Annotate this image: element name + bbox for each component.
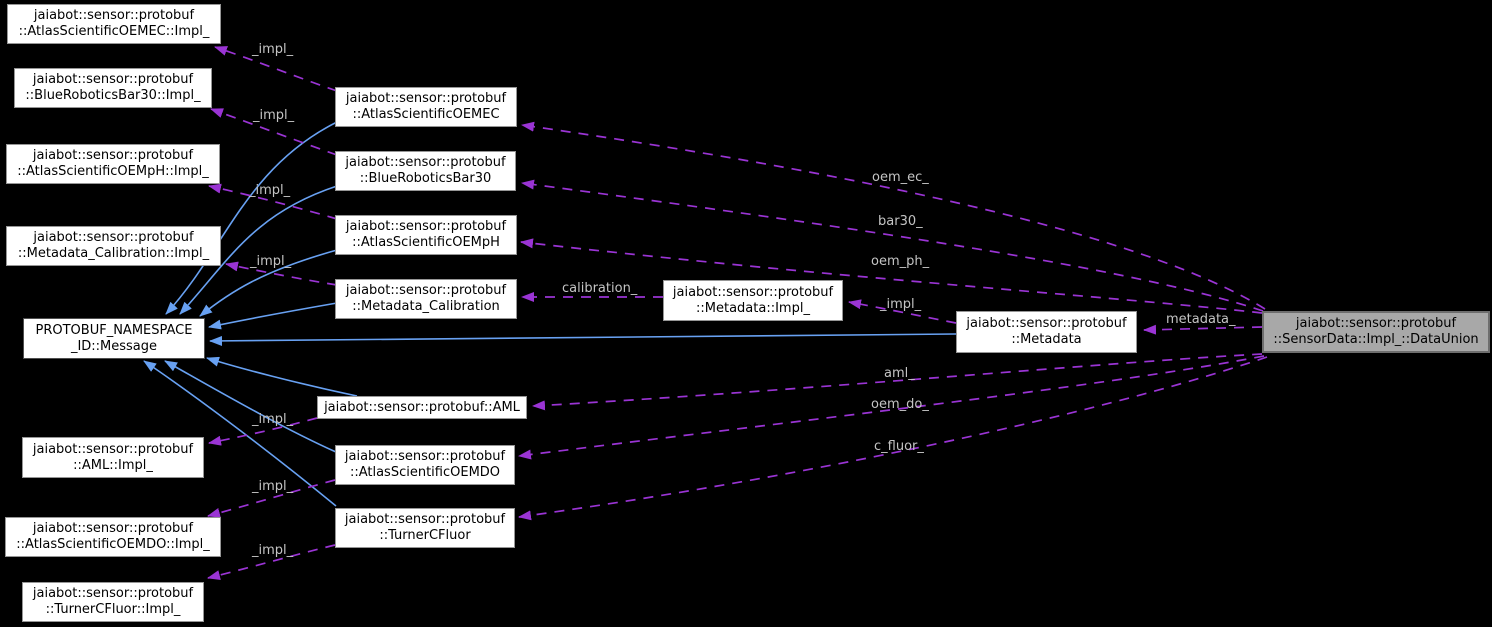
edge-label-bar30: bar30_ bbox=[878, 214, 923, 229]
edge-inherit-oemph bbox=[199, 249, 338, 317]
edge-label-oem-do: oem_do_ bbox=[871, 397, 929, 412]
node-atlasscientificoemec-impl[interactable]: jaiabot::sensor::protobuf ::AtlasScienti… bbox=[7, 4, 221, 44]
node-atlasscientificoemph-impl[interactable]: jaiabot::sensor::protobuf ::AtlasScienti… bbox=[6, 144, 220, 184]
edge-impl-oemdo bbox=[207, 479, 336, 518]
node-bluerobotics-bar30[interactable]: jaiabot::sensor::protobuf ::BlueRobotics… bbox=[335, 151, 516, 191]
edge-oem-do bbox=[518, 355, 1265, 460]
node-aml[interactable]: jaiabot::sensor::protobuf::AML bbox=[317, 396, 527, 419]
node-aml-impl[interactable]: jaiabot::sensor::protobuf ::AML::Impl_ bbox=[22, 437, 204, 478]
edge-inherit-aml bbox=[206, 356, 358, 397]
edge-inherit-metacal bbox=[208, 302, 338, 330]
edge-label-impl-metadata: _impl_ bbox=[880, 297, 922, 312]
edge-aml bbox=[532, 353, 1263, 411]
node-sensordata-impl-dataunion: jaiabot::sensor::protobuf ::SensorData::… bbox=[1262, 311, 1490, 353]
node-metadata-calibration[interactable]: jaiabot::sensor::protobuf ::Metadata_Cal… bbox=[335, 279, 517, 319]
edge-label-calibration: calibration_ bbox=[562, 281, 638, 296]
edge-label-oem-ph: oem_ph_ bbox=[871, 254, 930, 269]
edge-c-fluor bbox=[518, 356, 1268, 521]
node-metadata-impl[interactable]: jaiabot::sensor::protobuf ::Metadata::Im… bbox=[663, 280, 843, 321]
node-atlasscientificoemdo[interactable]: jaiabot::sensor::protobuf ::AtlasScienti… bbox=[335, 445, 515, 485]
edge-metadata bbox=[1143, 324, 1263, 335]
edge-label-impl-oemec: _impl_ bbox=[252, 42, 294, 57]
edge-impl-oemph bbox=[208, 183, 338, 220]
edge-impl-metadata bbox=[848, 299, 957, 324]
node-atlasscientificoemph[interactable]: jaiabot::sensor::protobuf ::AtlasScienti… bbox=[335, 215, 517, 255]
node-atlasscientificoemec[interactable]: jaiabot::sensor::protobuf ::AtlasScienti… bbox=[335, 87, 517, 127]
edge-label-impl-oemph: _impl_ bbox=[249, 183, 291, 198]
node-turnercfluor-impl[interactable]: jaiabot::sensor::protobuf ::TurnerCFluor… bbox=[22, 582, 204, 622]
edge-label-aml: aml_ bbox=[884, 366, 915, 381]
edge-inherit-oemec bbox=[165, 121, 338, 315]
node-turnercfluor[interactable]: jaiabot::sensor::protobuf ::TurnerCFluor bbox=[335, 508, 515, 548]
edge-impl-oemec bbox=[214, 46, 338, 92]
edge-label-metadata: metadata_ bbox=[1166, 312, 1236, 327]
edge-label-impl-oemdo: _impl_ bbox=[252, 479, 294, 494]
edge-label-impl-cfluor: _impl_ bbox=[252, 543, 294, 558]
edge-bar30 bbox=[521, 179, 1264, 312]
edge-inherit-cfluor bbox=[143, 360, 337, 507]
edge-inherit-metadata bbox=[209, 333, 957, 346]
node-metadata-calibration-impl[interactable]: jaiabot::sensor::protobuf ::Metadata_Cal… bbox=[6, 226, 221, 266]
edge-impl-metacal bbox=[225, 261, 338, 286]
edge-label-impl-metacal: _impl_ bbox=[250, 254, 292, 269]
node-bluerobotics-bar30-impl[interactable]: jaiabot::sensor::protobuf ::BlueRobotics… bbox=[14, 68, 212, 108]
node-metadata[interactable]: jaiabot::sensor::protobuf ::Metadata bbox=[956, 311, 1137, 353]
edge-label-oem-ec: oem_ec_ bbox=[872, 170, 929, 185]
edge-inherit-bar30 bbox=[179, 185, 338, 315]
edge-oem-ec bbox=[521, 121, 1266, 310]
edge-label-impl-bar30: _impl_ bbox=[253, 108, 295, 123]
edge-impl-aml bbox=[208, 417, 318, 446]
edge-impl-cfluor bbox=[207, 544, 336, 580]
edge-inherit-oemdo bbox=[164, 360, 337, 453]
node-atlasscientificoemdo-impl[interactable]: jaiabot::sensor::protobuf ::AtlasScienti… bbox=[5, 517, 221, 557]
edge-label-c-fluor: c_fluor_ bbox=[874, 439, 924, 454]
edge-impl-bar30 bbox=[210, 108, 338, 156]
node-protobuf-namespace-id-message[interactable]: PROTOBUF_NAMESPACE _ID::Message bbox=[23, 318, 205, 359]
edge-label-impl-aml: _impl_ bbox=[252, 412, 294, 427]
